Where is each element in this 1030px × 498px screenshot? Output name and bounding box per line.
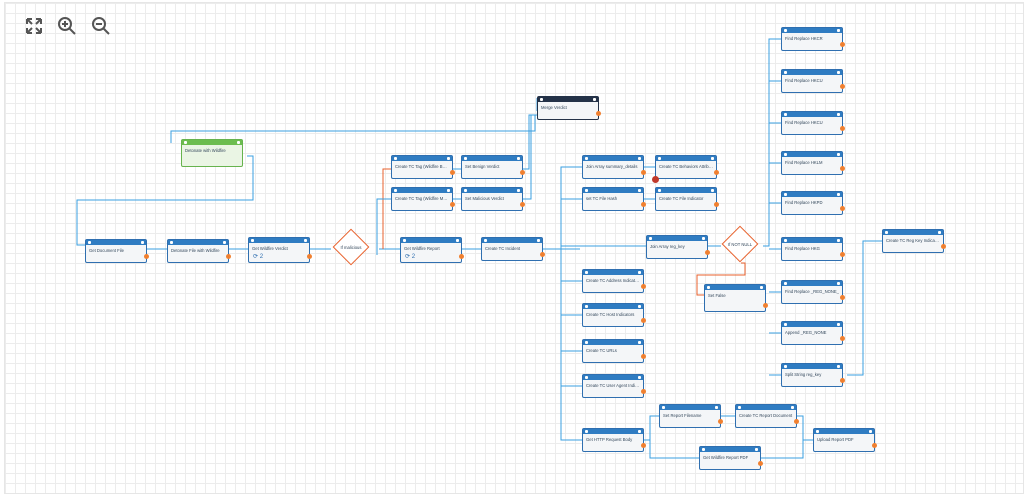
- set-file-hash-node[interactable]: set TC File Hash: [582, 187, 646, 211]
- playbook-canvas[interactable]: Get Document File Detonate File with Wil…: [4, 2, 1024, 494]
- find-replace-hkcr-node[interactable]: Find Replace HKCR: [781, 27, 845, 51]
- node-label: Create TC Incident: [485, 246, 521, 251]
- get-wildfire-verdict-node[interactable]: Get Wildfire Verdict ⟳ 2: [248, 237, 312, 263]
- loop-count: 2: [259, 254, 264, 260]
- address-indicators-node[interactable]: Create TC Address Indicators: [582, 269, 646, 293]
- merge-verdict-node[interactable]: Merge Verdict: [537, 96, 601, 120]
- node-label: Detonate with Wildfire: [185, 148, 226, 153]
- node-label: Get Wildfire Report: [404, 246, 440, 251]
- loop-count: 2: [411, 254, 416, 260]
- node-label: Append _REG_NONE: [785, 330, 827, 335]
- node-label: Upload Report PDF: [817, 437, 854, 442]
- report-document-node[interactable]: Create TC Report Document: [735, 404, 799, 428]
- node-label: Create TC File Indicator: [659, 196, 704, 201]
- tag-malicious-node[interactable]: Create TC Tag (Wildfire Malici...: [391, 187, 455, 211]
- loop-icon: ⟳ 2: [405, 254, 416, 260]
- node-label: Create TC Host Indicators: [586, 312, 635, 317]
- create-incident-node[interactable]: Create TC Incident: [481, 237, 545, 261]
- find-replace-hkg-node[interactable]: Find Replace HKG: [781, 237, 845, 261]
- node-label: Join Array reg_key: [650, 244, 685, 249]
- error-icon: [652, 176, 659, 183]
- zoom-out-icon[interactable]: [90, 15, 112, 37]
- node-label: Create TC Tag (Wildfire Benign): [395, 164, 452, 169]
- node-label: Find Replace HKPD: [785, 200, 823, 205]
- node-label: Detonate File with Wildfire: [171, 248, 220, 253]
- node-label: Set False: [708, 293, 726, 298]
- append-reg-none-node[interactable]: Append _REG_NONE: [781, 321, 845, 345]
- node-label: Set Report Filename: [663, 413, 702, 418]
- find-replace-reg-none-node[interactable]: Find Replace _REG_NONE_: [781, 280, 845, 304]
- file-indicator-node[interactable]: Create TC File Indicator: [655, 187, 719, 211]
- node-label: Create TC Behaviors Attribute: [659, 164, 715, 169]
- get-report-pdf-node[interactable]: Get Wildfire Report PDF: [699, 446, 763, 470]
- expand-icon[interactable]: [23, 15, 45, 37]
- get-document-file-node[interactable]: Get Document File: [85, 239, 149, 263]
- node-label: Set Benign Verdict: [465, 164, 500, 169]
- node-label: Create TC User Agent Indicato...: [586, 383, 643, 388]
- node-label: Find Replace HKCR: [785, 36, 823, 41]
- host-indicators-node[interactable]: Create TC Host Indicators: [582, 303, 646, 327]
- set-false-node[interactable]: Set False: [704, 284, 768, 312]
- node-label: Split String reg_key: [785, 372, 822, 377]
- node-label: Get HTTP Request Body: [586, 437, 633, 442]
- node-label: Set Malicious Verdict: [465, 196, 504, 201]
- node-label: Get Wildfire Report PDF: [703, 455, 749, 460]
- find-replace-hklm-node[interactable]: Find Replace HKLM: [781, 151, 845, 175]
- detonate-file-node[interactable]: Detonate File with Wildfire: [167, 239, 231, 263]
- http-body-node[interactable]: Get HTTP Request Body: [582, 428, 646, 452]
- node-label: Get Wildfire Verdict: [252, 246, 288, 251]
- loop-icon: ⟳ 2: [253, 254, 264, 260]
- node-label: Create TC URLs: [586, 348, 617, 353]
- node-label: Create TC Report Document: [739, 413, 793, 418]
- condition-label: If malicious: [340, 245, 362, 250]
- join-reg-key-node[interactable]: Join Array reg_key: [646, 235, 710, 259]
- upload-pdf-node[interactable]: Upload Report PDF: [813, 428, 877, 452]
- condition-label: If NOT NULL: [727, 242, 753, 247]
- tag-benign-node[interactable]: Create TC Tag (Wildfire Benign): [391, 155, 455, 179]
- node-label: Find Replace HKG: [785, 246, 820, 251]
- node-label: Get Document File: [89, 248, 124, 253]
- node-label: set TC File Hash: [586, 196, 618, 201]
- node-label: Find Replace HKLM: [785, 160, 823, 165]
- get-report-node[interactable]: Get Wildfire Report ⟳ 2: [400, 237, 464, 263]
- node-label: Merge Verdict: [541, 105, 567, 110]
- reg-key-indicators-node[interactable]: Create TC Reg Key Indicators: [882, 229, 946, 253]
- node-label: Join Array summary_details: [586, 164, 638, 169]
- node-label: Find Replace HKCU: [785, 120, 823, 125]
- urls-node[interactable]: Create TC URLs: [582, 339, 646, 363]
- node-label: Create TC Reg Key Indicators: [886, 238, 942, 243]
- node-label: Find Replace HKCU: [785, 78, 823, 83]
- detonate-url-node[interactable]: Detonate with Wildfire: [181, 139, 243, 167]
- find-replace-hkpd-node[interactable]: Find Replace HKPD: [781, 191, 845, 215]
- set-benign-node[interactable]: Set Benign Verdict: [461, 155, 525, 179]
- node-label: Find Replace _REG_NONE_: [785, 289, 839, 294]
- set-report-filename-node[interactable]: Set Report Filename: [659, 404, 723, 428]
- node-label: Create TC Tag (Wildfire Malici...: [395, 196, 452, 201]
- join-summary-node[interactable]: Join Array summary_details: [582, 155, 646, 179]
- user-agent-node[interactable]: Create TC User Agent Indicato...: [582, 374, 646, 398]
- find-replace-hkcu-node[interactable]: Find Replace HKCU: [781, 69, 845, 93]
- find-replace-hkcu-2-node[interactable]: Find Replace HKCU: [781, 111, 845, 135]
- set-malicious-node[interactable]: Set Malicious Verdict: [461, 187, 525, 211]
- split-reg-key-node[interactable]: Split String reg_key: [781, 363, 845, 387]
- node-label: Create TC Address Indicators: [586, 278, 641, 283]
- zoom-in-icon[interactable]: [56, 15, 78, 37]
- behaviors-attribute-node[interactable]: Create TC Behaviors Attribute: [655, 155, 719, 179]
